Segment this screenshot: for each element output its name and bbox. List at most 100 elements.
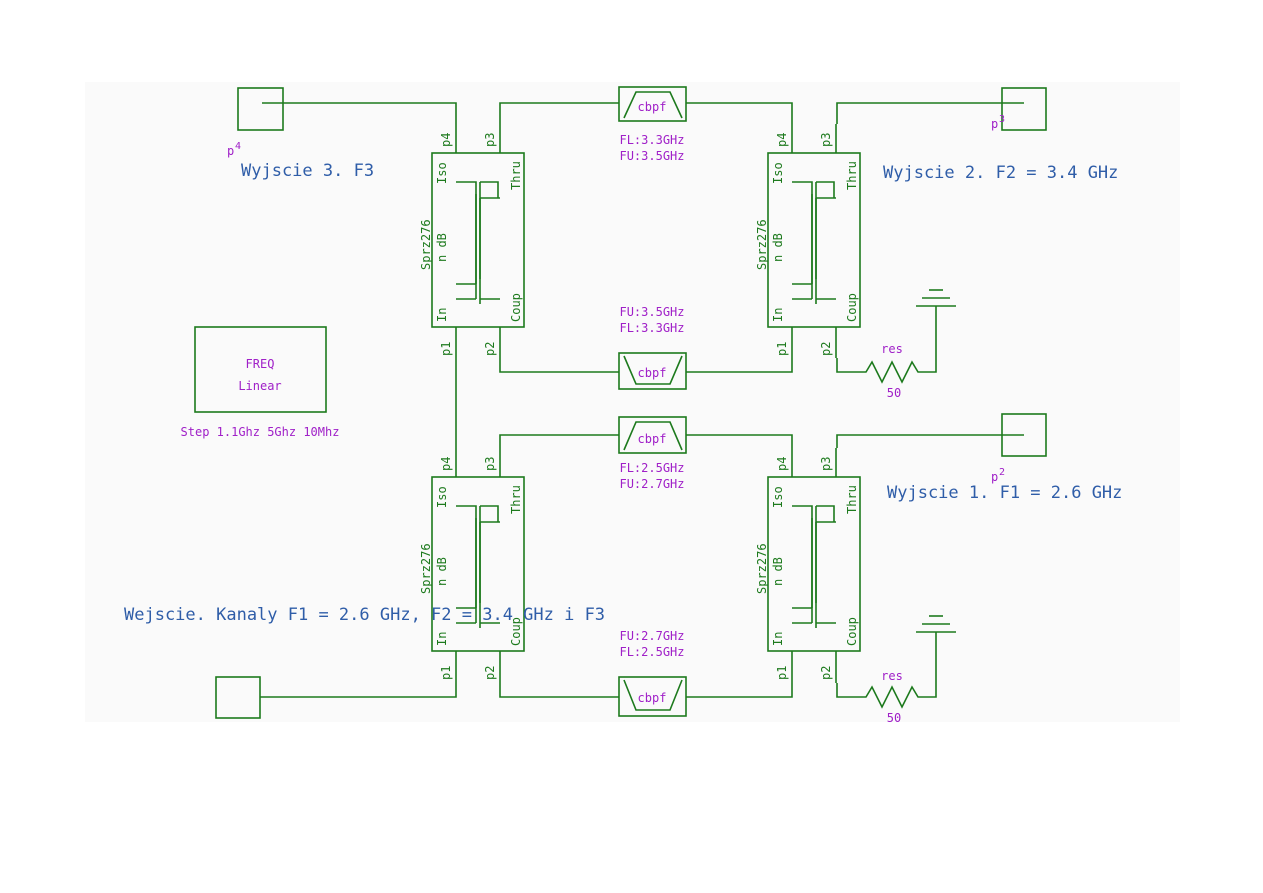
coupler-body: [767, 476, 861, 652]
port-box: [1001, 87, 1047, 131]
freq-block[interactable]: FREQ Linear Step 1.1Ghz 5Ghz 10Mhz: [181, 326, 340, 439]
freq-box: [194, 326, 327, 413]
pin-p3-label: p3: [483, 133, 497, 147]
coupler-line-b: [456, 518, 500, 628]
pin-thru-label: Thru: [509, 485, 523, 514]
wire-filter4-couplerD: [686, 683, 793, 698]
pin-p2-label: p2: [819, 666, 833, 680]
filter-cbpf-1[interactable]: cbpf FL:3.3GHz FU:3.5GHz: [618, 86, 687, 163]
pin-p4-label: p4: [775, 457, 789, 471]
coupler-db: n dB: [771, 233, 785, 262]
filter-param-2: FL:2.5GHz: [619, 645, 684, 659]
freq-step: Step 1.1Ghz 5Ghz 10Mhz: [181, 425, 340, 439]
port-number: 4: [235, 141, 241, 152]
filter-symbol: [623, 355, 683, 385]
filter-body: [618, 352, 687, 390]
pin-p2-label: p2: [483, 342, 497, 356]
pin-in-label: In: [771, 632, 785, 646]
port-box: [215, 676, 261, 719]
filter-cbpf-3[interactable]: cbpf FL:2.5GHz FU:2.7GHz: [618, 416, 687, 491]
coupler-c[interactable]: p4 p3 p1 p2 Iso Thru In Coup Sprz276 n d…: [419, 448, 525, 683]
coupler-db: n dB: [435, 557, 449, 586]
wire-couplerA-filter1: [499, 102, 619, 124]
note-output-3: Wyjscie 3. F3: [241, 161, 374, 181]
port-box: [1001, 413, 1047, 457]
resistor-value: 50: [887, 386, 901, 400]
coupler-b[interactable]: p4 p3 p1 p2 Iso Thru In Coup Sprz276 n d…: [755, 124, 861, 358]
pin-thru-label: Thru: [509, 161, 523, 190]
resistor-zigzag: [850, 360, 922, 384]
pin-p1-label: p1: [439, 666, 453, 680]
pin-p2-label: p2: [819, 342, 833, 356]
pin-p1-label: p1: [775, 342, 789, 356]
pin-coup-label: Coup: [509, 617, 523, 646]
filter-body: [618, 86, 687, 122]
coupler-body: [767, 152, 861, 328]
coupler-a[interactable]: p4 p3 p1 p2 Iso Thru In Coup Sprz276 n d…: [419, 124, 525, 358]
wire-couplerD-port2: [836, 434, 1024, 448]
ground-2: [916, 615, 956, 633]
wire-couplerC-filter3: [499, 434, 619, 448]
port-box: [237, 87, 284, 131]
pin-p1-label: p1: [775, 666, 789, 680]
wire-filter3-couplerD: [686, 434, 793, 448]
coupler-name: Sprz276: [419, 543, 433, 594]
wire-port4-couplerA: [262, 102, 457, 124]
ground-1: [916, 289, 956, 307]
filter-param-1: FL:3.3GHz: [619, 133, 684, 147]
filter-symbol: [623, 679, 683, 711]
coupler-line-b: [792, 194, 836, 304]
pin-in-label: In: [771, 308, 785, 322]
filter-cbpf-2[interactable]: FU:3.5GHz FL:3.3GHz cbpf: [618, 305, 687, 390]
wire-res2-ground: [922, 632, 937, 698]
wire-filter1-couplerB: [686, 102, 793, 124]
filter-label: cbpf: [638, 100, 667, 114]
coupler-body: [431, 152, 525, 328]
wires: [260, 102, 1024, 698]
filter-param-1: FL:2.5GHz: [619, 461, 684, 475]
wire-couplerA-filter2: [499, 358, 619, 373]
filter-param-2: FU:2.7GHz: [619, 477, 684, 491]
resistor-zigzag: [850, 685, 922, 709]
filter-body: [618, 676, 687, 717]
pin-p3-label: p3: [819, 133, 833, 147]
filter-symbol: [623, 91, 683, 119]
port-label: p: [991, 470, 998, 484]
filter-param-2: FU:3.5GHz: [619, 149, 684, 163]
coupler-line-b: [456, 194, 500, 304]
filter-body: [618, 416, 687, 454]
coupler-body: [431, 476, 525, 652]
wire-couplerC-filter4: [499, 683, 619, 698]
wire-res1-ground: [922, 306, 937, 373]
wire-filter2-couplerB: [686, 358, 793, 373]
port-number: 2: [999, 467, 1005, 478]
pin-coup-label: Coup: [509, 293, 523, 322]
note-input: Wejscie. Kanaly F1 = 2.6 GHz, F2 = 3.4 G…: [124, 605, 605, 625]
filter-label: cbpf: [638, 432, 667, 446]
filter-param-1: FU:2.7GHz: [619, 629, 684, 643]
port-p4[interactable]: p 4: [227, 87, 284, 158]
note-output-1: Wyjscie 1. F1 = 2.6 GHz: [887, 483, 1122, 503]
pin-p1-label: p1: [439, 342, 453, 356]
pin-iso-label: Iso: [771, 486, 785, 508]
port-label: p: [991, 117, 998, 131]
filter-symbol: [623, 421, 683, 451]
filter-param-1: FU:3.5GHz: [619, 305, 684, 319]
port-p2[interactable]: p 2: [991, 413, 1047, 484]
pin-p3-label: p3: [819, 457, 833, 471]
resistor-label: res: [881, 669, 903, 683]
resistor-label: res: [881, 342, 903, 356]
coupler-d[interactable]: p4 p3 p1 p2 Iso Thru In Coup Sprz276 n d…: [755, 448, 861, 683]
pin-iso-label: Iso: [435, 486, 449, 508]
port-p3[interactable]: p 3: [991, 87, 1047, 131]
filter-cbpf-4[interactable]: FU:2.7GHz FL:2.5GHz cbpf: [618, 629, 687, 717]
coupler-name: Sprz276: [755, 543, 769, 594]
coupler-db: n dB: [435, 233, 449, 262]
freq-mode: Linear: [238, 379, 281, 393]
resistor-1[interactable]: res 50: [850, 342, 922, 400]
port-input[interactable]: [215, 676, 261, 719]
pin-thru-label: Thru: [845, 485, 859, 514]
resistor-2[interactable]: res 50: [850, 669, 922, 725]
coupler-name: Sprz276: [419, 219, 433, 270]
